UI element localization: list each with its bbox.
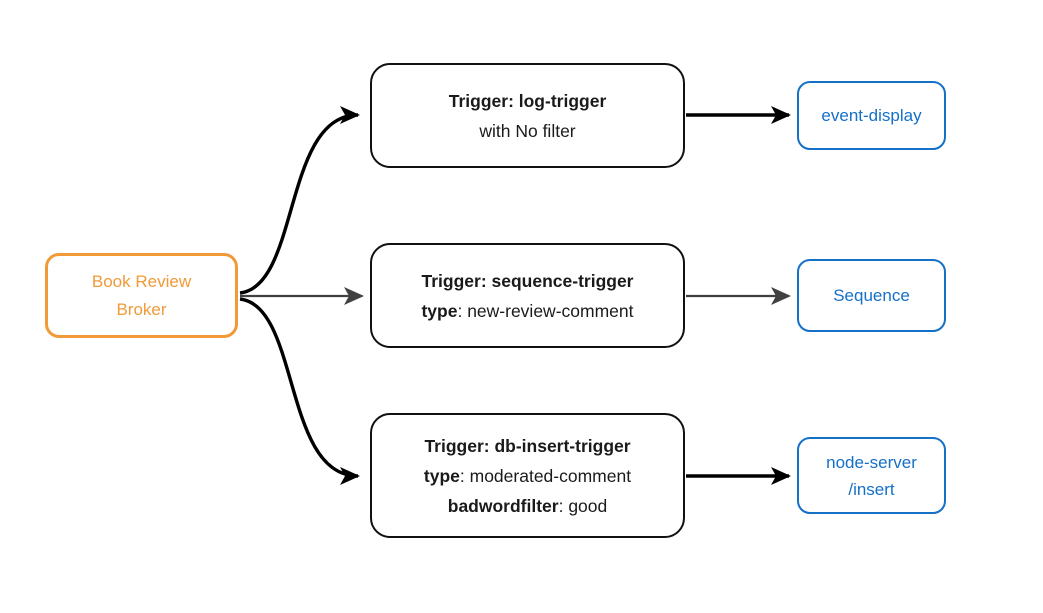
- node-event-display: event-display: [797, 81, 946, 150]
- broker-label-line1: Book Review: [91, 271, 192, 291]
- log-trigger-title: Trigger: log-trigger: [448, 90, 607, 111]
- node-sequence: Sequence: [797, 259, 946, 332]
- edge-broker-to-log-trigger: [239, 106, 360, 295]
- log-trigger-filter-line: with No filter: [479, 120, 576, 141]
- event-display-label: event-display: [821, 106, 922, 125]
- db-insert-trigger-title: Trigger: db-insert-trigger: [424, 435, 631, 456]
- sequence-trigger-type-key: type: [421, 300, 458, 321]
- edge-broker-to-db-insert-trigger: [239, 297, 360, 485]
- db-insert-trigger-filter-key: badwordfilter: [447, 495, 559, 516]
- db-insert-trigger-type-line: type: moderated-comment: [424, 461, 631, 491]
- db-insert-trigger-filter-line: badwordfilter: good: [448, 491, 608, 521]
- db-insert-trigger-filter-value: : good: [558, 495, 608, 516]
- node-broker: Book Review Broker: [45, 253, 238, 338]
- node-server-label-line2: /insert: [848, 479, 895, 499]
- broker-label-line2: Broker: [116, 299, 167, 319]
- node-node-server-insert: node-server /insert: [797, 437, 946, 514]
- db-insert-trigger-type-value: : moderated-comment: [459, 465, 632, 486]
- sequence-trigger-type-value: : new-review-comment: [457, 300, 634, 321]
- node-db-insert-trigger: Trigger: db-insert-trigger type: moderat…: [370, 413, 685, 538]
- sequence-trigger-title: Trigger: sequence-trigger: [421, 270, 634, 291]
- sequence-label: Sequence: [833, 286, 910, 305]
- db-insert-trigger-type-key: type: [423, 465, 460, 486]
- node-server-label-line1: node-server: [826, 452, 917, 472]
- sequence-trigger-type-line: type: new-review-comment: [421, 296, 633, 326]
- node-log-trigger: Trigger: log-trigger with No filter: [370, 63, 685, 168]
- node-sequence-trigger: Trigger: sequence-trigger type: new-revi…: [370, 243, 685, 348]
